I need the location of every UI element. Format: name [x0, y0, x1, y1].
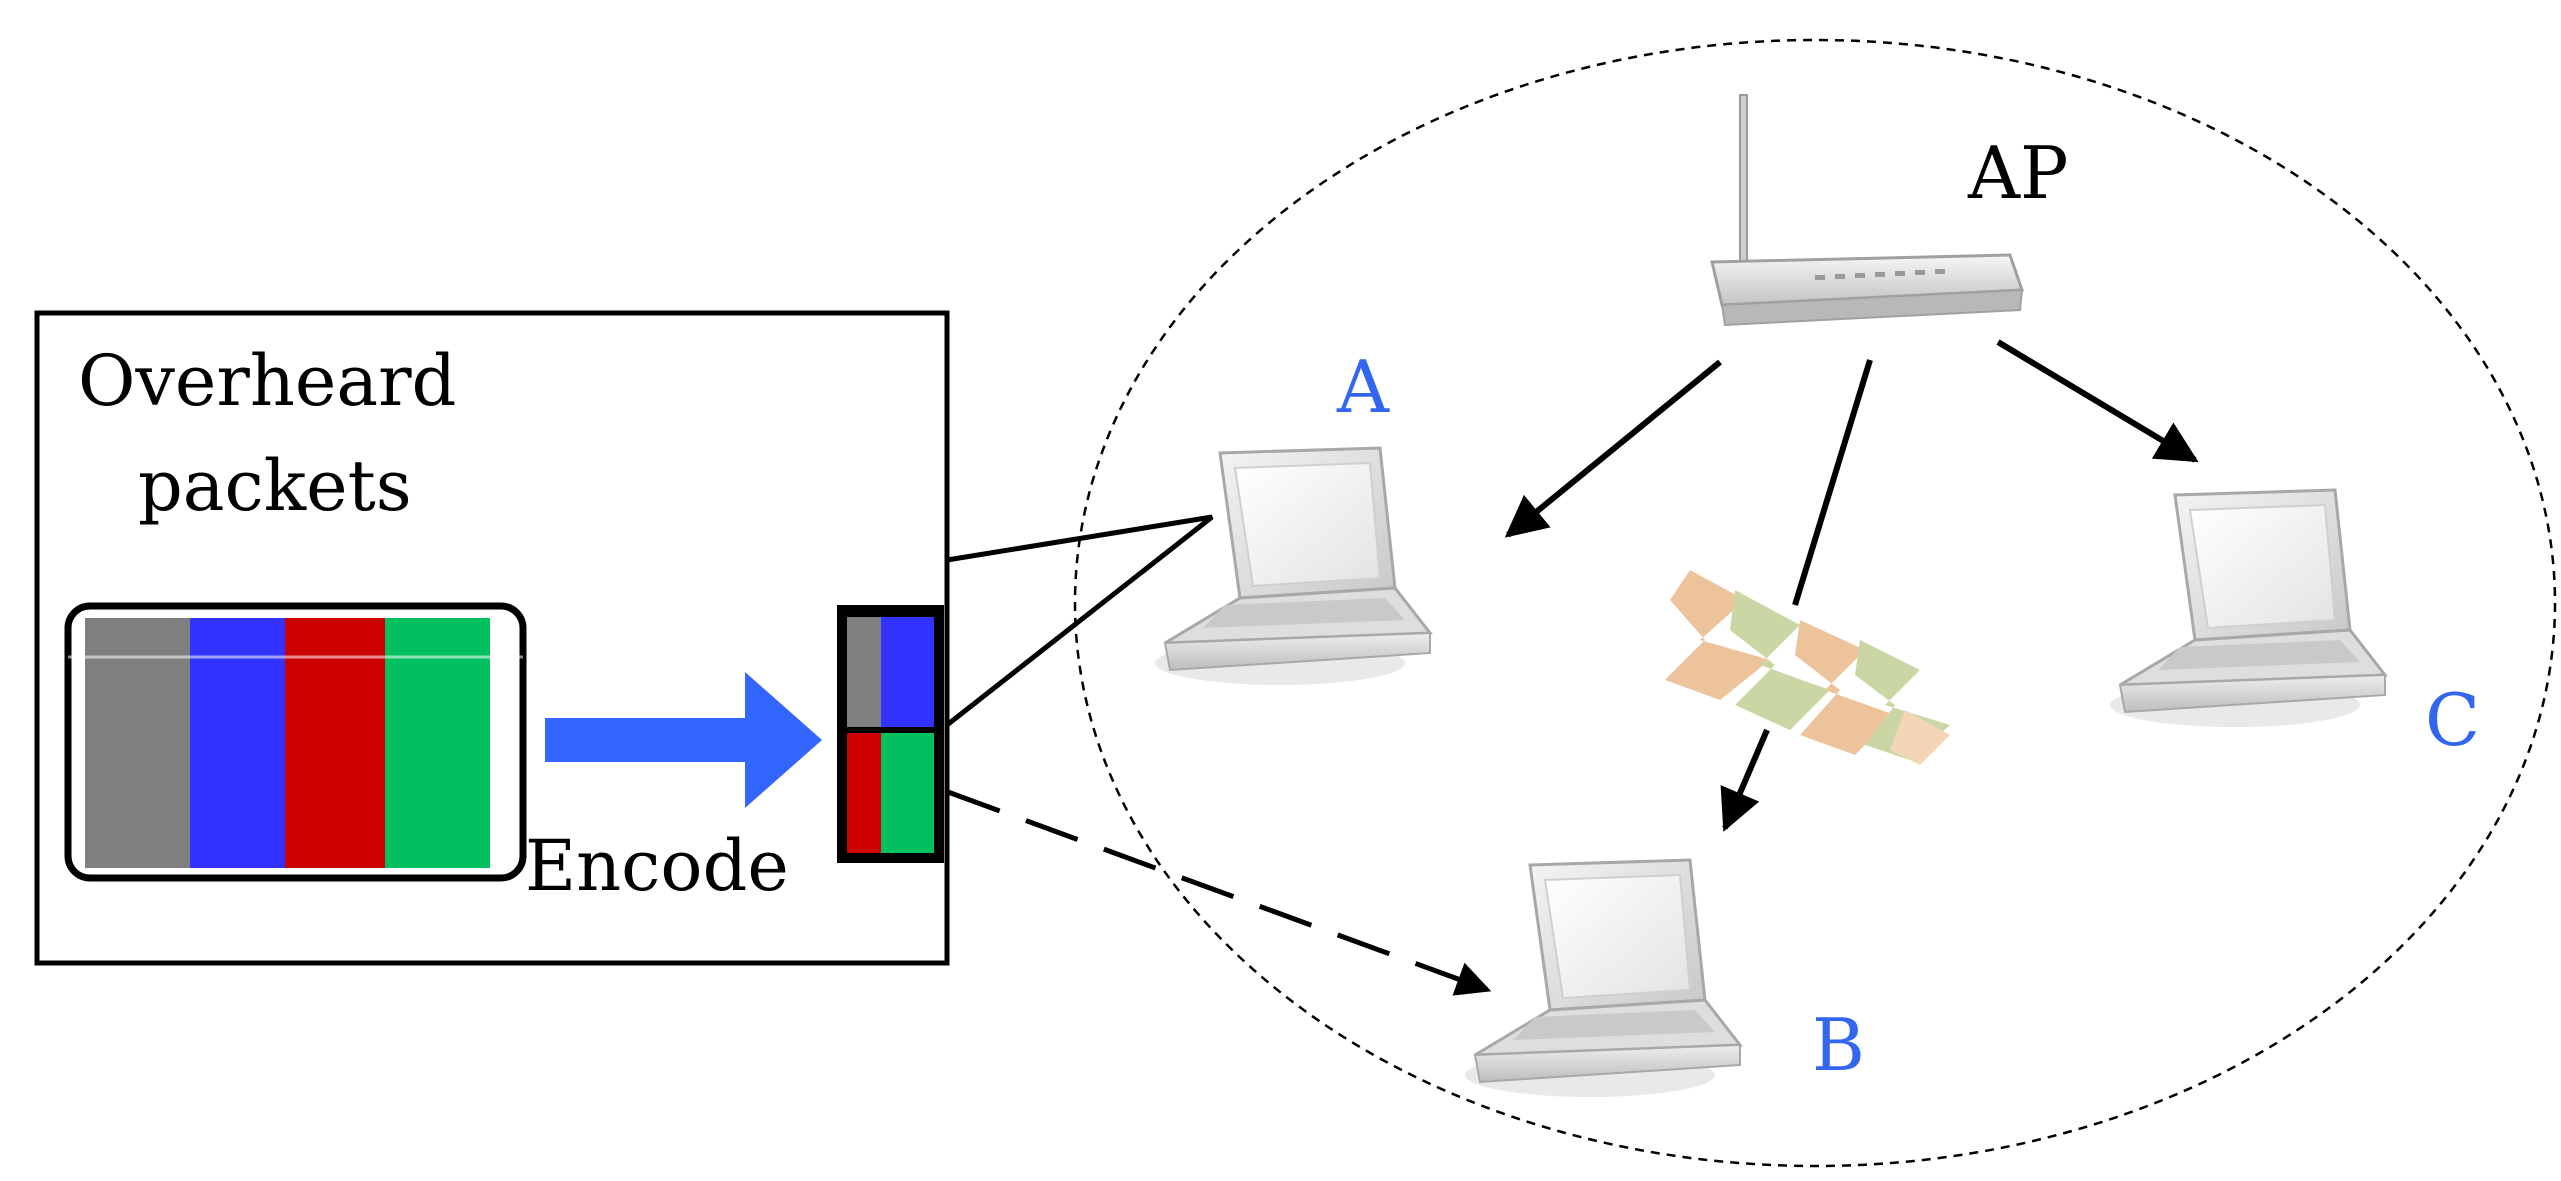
packet-buffer	[64, 602, 527, 882]
arrow-coded-to-b	[947, 789, 1492, 996]
interference-icon	[1665, 570, 1950, 765]
node-c-label: C	[2425, 678, 2480, 762]
node-a-label: A	[1336, 345, 1390, 429]
encoded-packet	[837, 605, 944, 863]
laptop-a-icon	[1153, 446, 1432, 687]
arrow-ap-to-a	[1504, 359, 1722, 538]
packet-gray	[85, 618, 190, 868]
box-title-line2: packets	[138, 445, 412, 527]
box-title-line1: Overheard	[78, 340, 456, 422]
arrow-ap-to-b-lower	[1720, 728, 1770, 832]
arrow-ap-to-c	[1996, 339, 2199, 463]
encode-label: Encode	[525, 825, 789, 907]
node-b-label: B	[1812, 1003, 1865, 1087]
coverage-area	[1073, 38, 2557, 1168]
callout-wedge	[945, 514, 1214, 727]
packet-green	[385, 618, 490, 868]
laptop-c-icon	[2108, 488, 2387, 729]
laptop-b-icon	[1463, 858, 1742, 1099]
packet-blue	[190, 618, 285, 868]
packet-red	[285, 618, 385, 868]
ap-label: AP	[1967, 131, 2068, 215]
overheard-packets-box	[34, 310, 950, 966]
arrow-ap-to-b-upper	[1792, 359, 1873, 606]
encode-arrow	[545, 672, 822, 808]
router-icon	[1710, 94, 2025, 327]
